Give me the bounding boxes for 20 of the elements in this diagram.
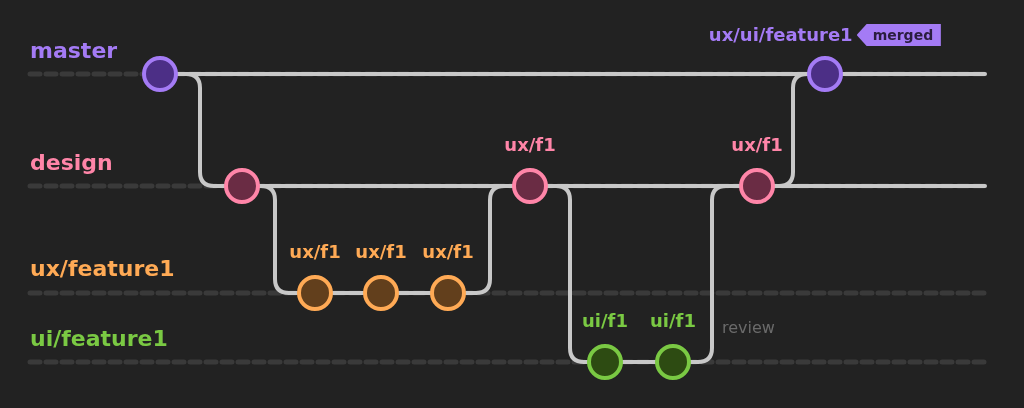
commit-tag: ux/f1 xyxy=(504,136,556,154)
branch-line xyxy=(689,184,741,364)
branch-line xyxy=(773,72,809,188)
commit-tag: ux/f1 xyxy=(731,136,783,154)
branch-name: ui/feature1 xyxy=(30,328,168,350)
status-tag: merged xyxy=(856,24,942,46)
branch-name: master xyxy=(30,40,118,62)
branch-line xyxy=(258,184,299,295)
branch-name: design xyxy=(30,152,113,174)
branch-name: ux/feature1 xyxy=(30,258,175,280)
commit-tag: ux/f1 xyxy=(422,243,474,261)
branch-line xyxy=(546,184,589,364)
commit-tag: ui/f1 xyxy=(582,312,628,330)
commit-tag: ux/f1 xyxy=(289,243,341,261)
commit-tag: ui/f1 xyxy=(650,312,696,330)
branch-line xyxy=(176,72,226,188)
commit-tag: ux/f1 xyxy=(355,243,407,261)
branch-line xyxy=(464,184,514,295)
faint-text: review xyxy=(722,320,775,336)
commit-tag: ux/ui/feature1 xyxy=(708,26,853,44)
